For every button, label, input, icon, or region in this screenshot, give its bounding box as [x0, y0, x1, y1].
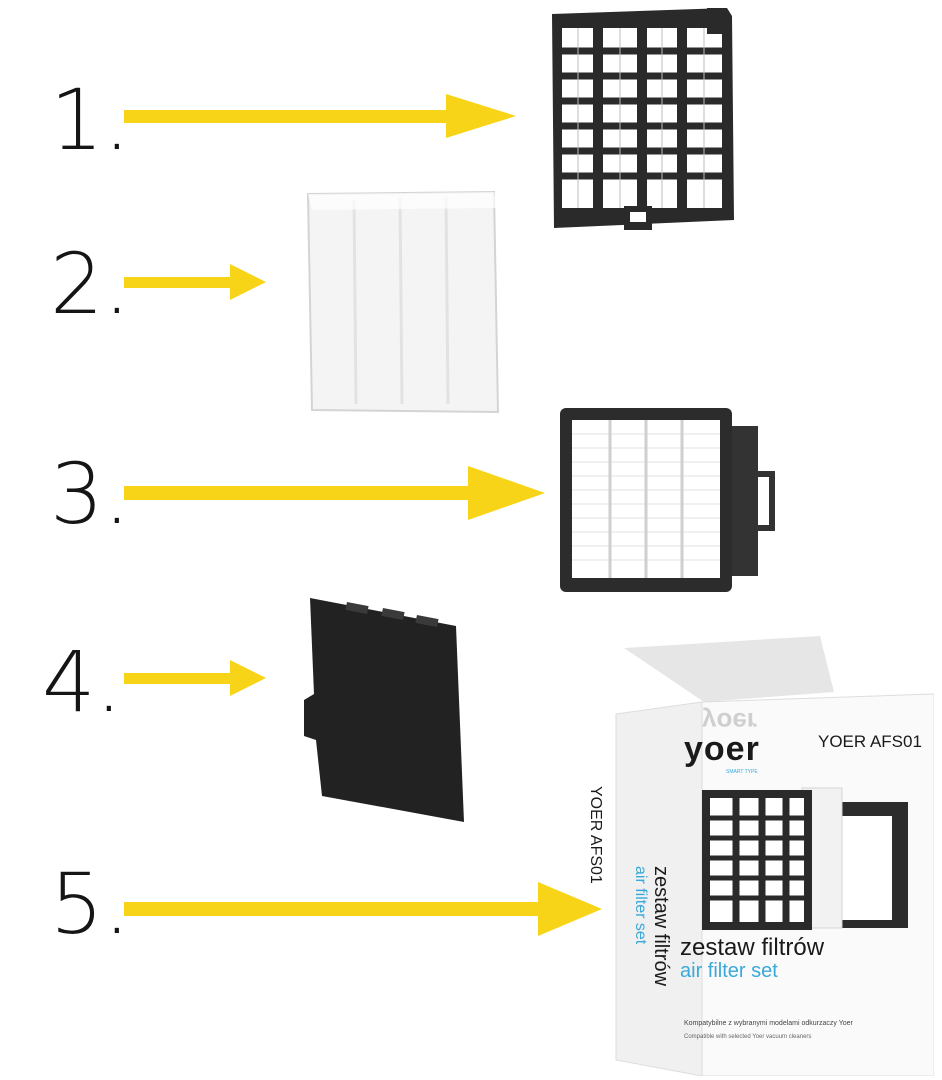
box-title-pl-side: zestaw filtrów [650, 866, 672, 987]
foam-filter-image [306, 190, 500, 414]
carbon-filter-image [304, 598, 464, 822]
arrow-1 [124, 94, 516, 138]
arrow-3 [124, 466, 545, 520]
retail-box: yoer yoer SMART TYPE YOER AFS01 YOER AFS… [587, 636, 934, 1076]
box-compat-en: Compatible with selected Yoer vacuum cle… [684, 1034, 812, 1040]
box-logo: yoer [684, 730, 760, 768]
box-title-side: zestaw filtrów air filter set [631, 866, 672, 986]
box-compat-pl: Kompatybilne z wybranymi modelami odkurz… [684, 1020, 853, 1027]
box-model-front: YOER AFS01 [818, 732, 922, 751]
box-logo-tagline: SMART TYPE [726, 769, 758, 775]
grille-filter-image [552, 8, 734, 230]
box-title-en: air filter set [680, 960, 778, 982]
arrow-5 [124, 882, 602, 936]
label-number-2: 2. [50, 235, 131, 333]
arrow-4 [124, 660, 266, 696]
arrow-2 [124, 264, 266, 300]
box-model-side: YOER AFS01 [587, 786, 604, 884]
box-title-pl: zestaw filtrów [680, 934, 825, 961]
label-number-5: 5. [50, 855, 131, 953]
hepa-filter-image [560, 408, 775, 592]
box-title-en-side: air filter set [632, 866, 649, 945]
label-number-1: 1. [50, 71, 131, 169]
box-filters-illustration [702, 787, 908, 930]
label-number-3: 3. [50, 445, 131, 543]
label-number-4: 4. [42, 633, 123, 731]
